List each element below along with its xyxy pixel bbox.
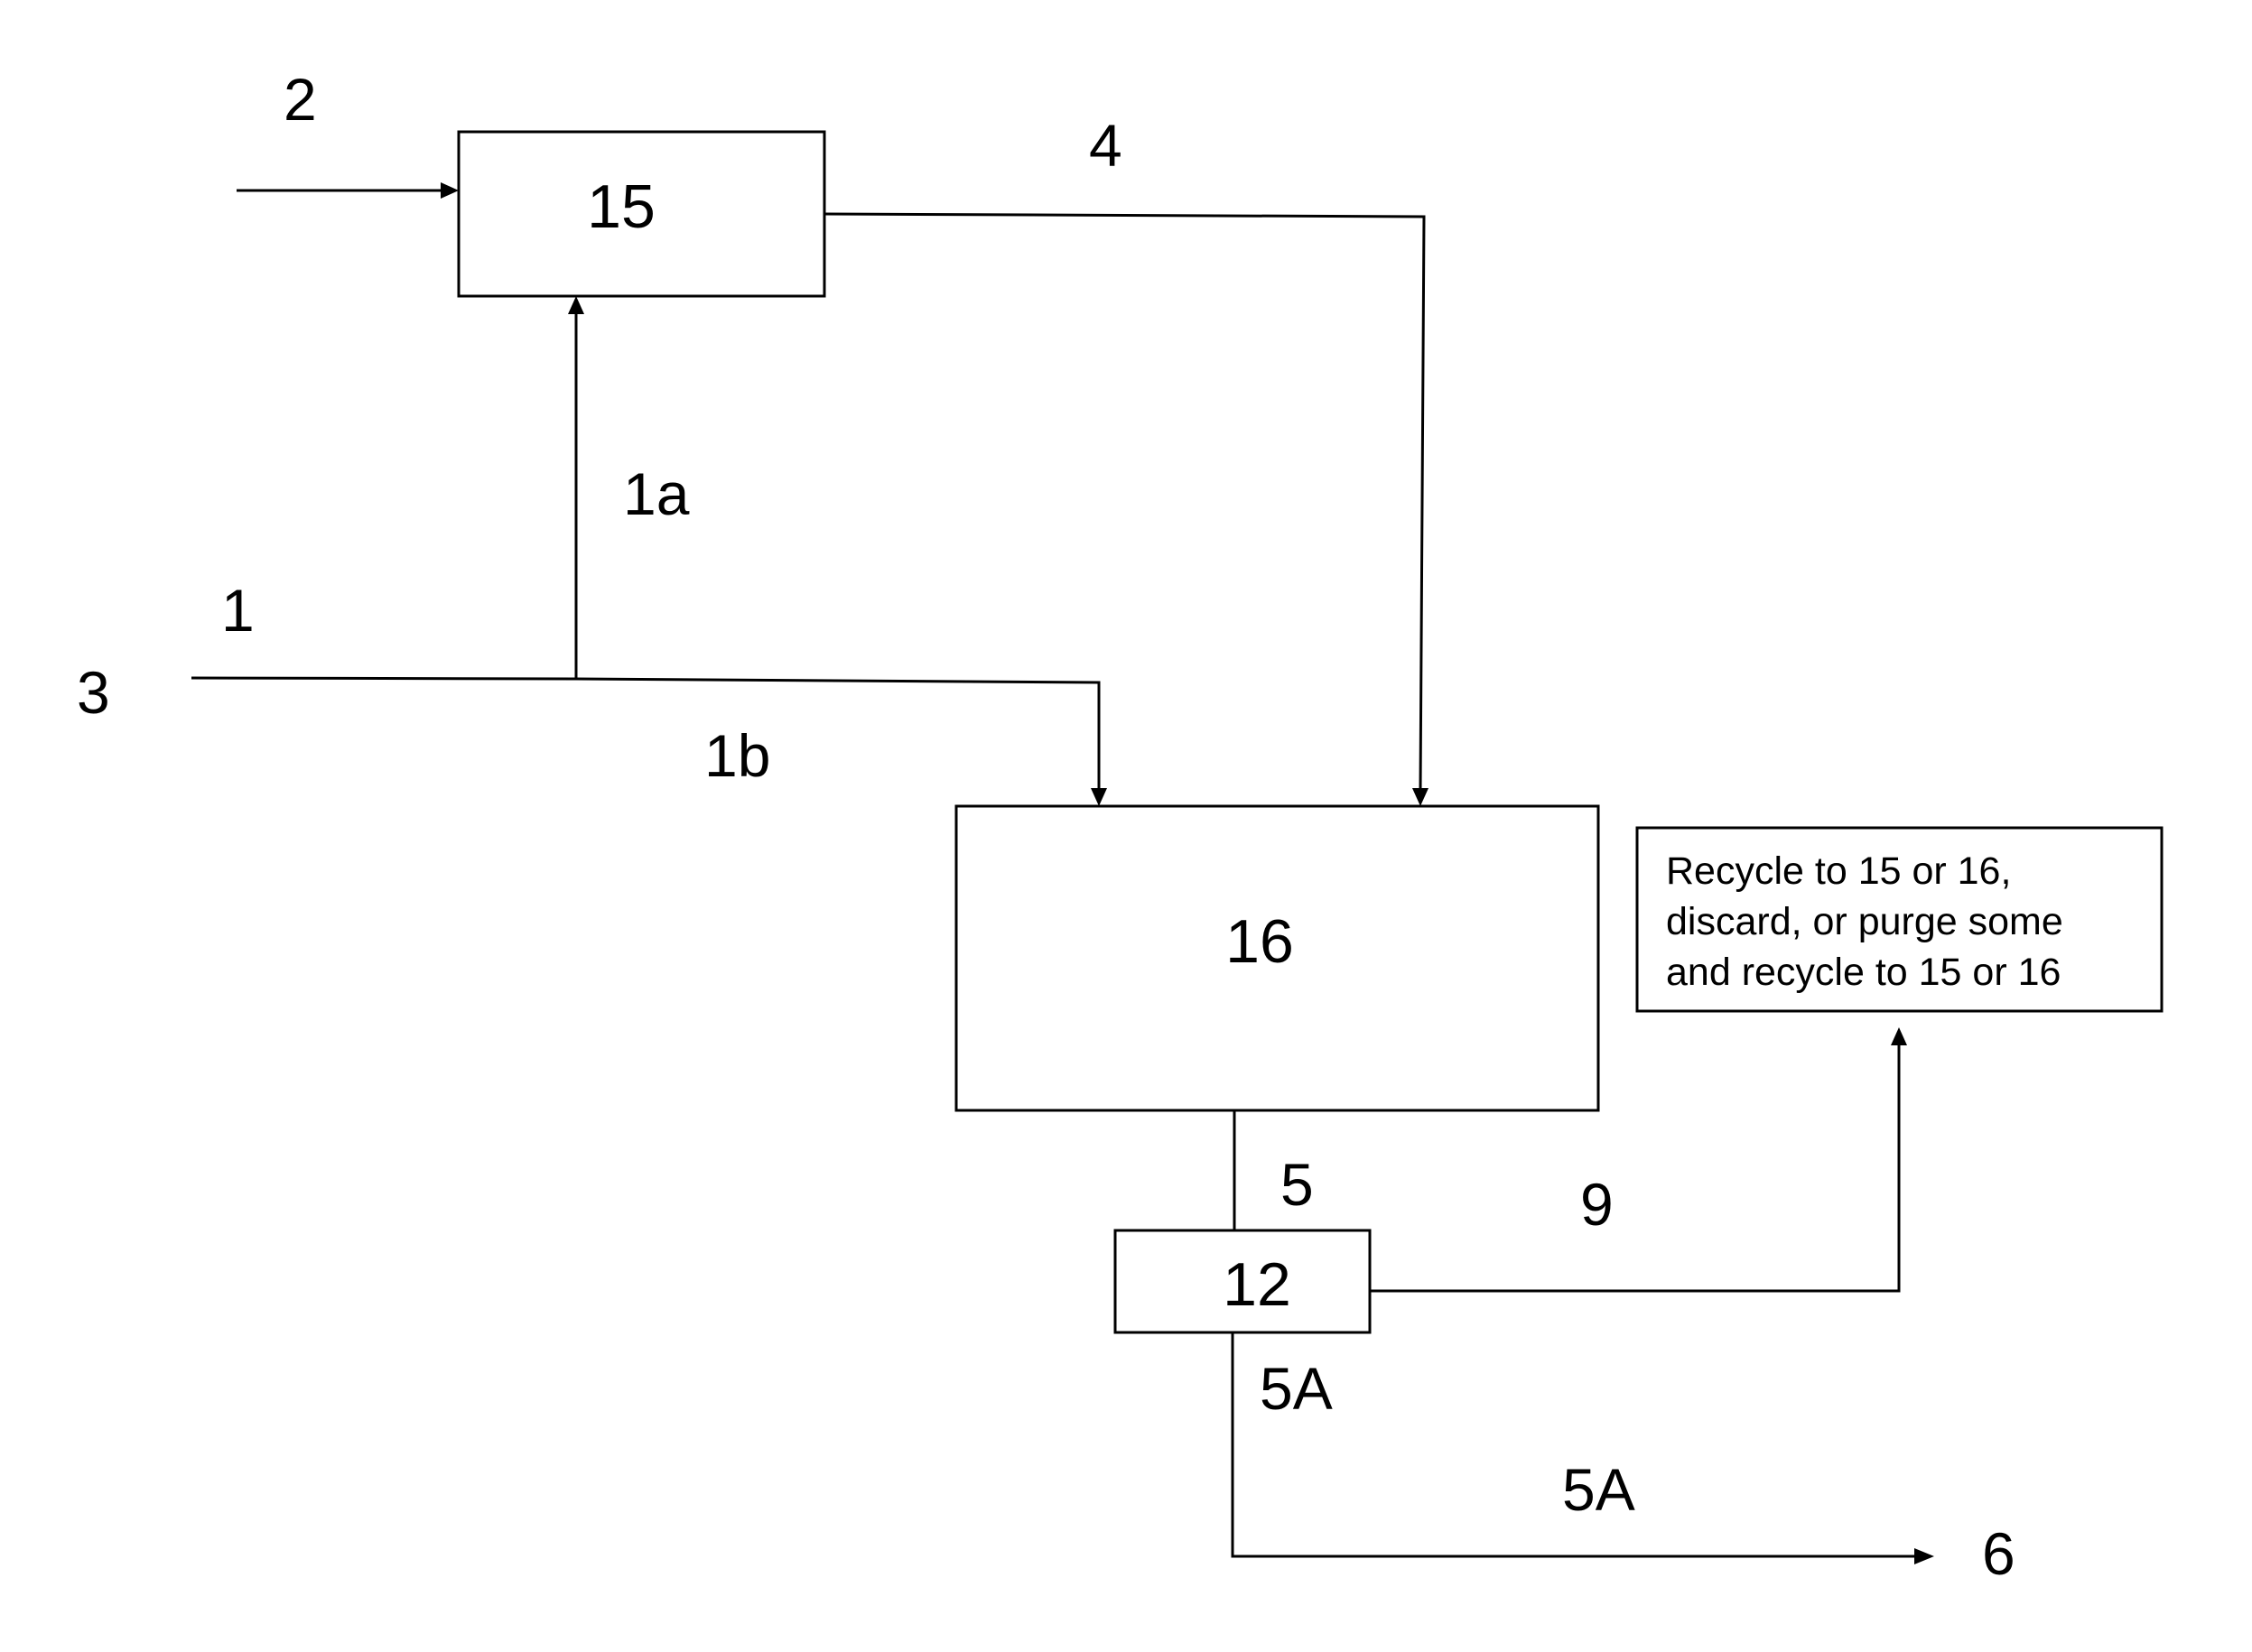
stream-6-label: 6: [1982, 1520, 2015, 1587]
stream-2-label: 2: [284, 66, 317, 133]
stream-4-line: [824, 214, 1424, 790]
stream-5a-upper-label: 5A: [1260, 1355, 1333, 1422]
note-line-3: and recycle to 15 or 16: [1666, 951, 2061, 994]
stream-3-label: 3: [77, 659, 110, 726]
stream-2-arrowhead: [441, 182, 459, 199]
stream-1a-arrowhead: [568, 296, 584, 314]
stream-5-label: 5: [1280, 1151, 1314, 1218]
box-15-label: 15: [587, 172, 656, 241]
stream-5a-lower-label: 5A: [1562, 1456, 1635, 1523]
stream-1-line: [191, 678, 576, 679]
stream-1a-label: 1a: [623, 460, 690, 527]
note-line-1: Recycle to 15 or 16,: [1666, 849, 2011, 893]
stream-5a-arrowhead: [1914, 1548, 1934, 1564]
stream-4-arrowhead: [1412, 788, 1428, 806]
stream-9-arrowhead: [1891, 1027, 1907, 1045]
stream-9-label: 9: [1580, 1171, 1614, 1238]
stream-1b-label: 1b: [704, 722, 770, 789]
stream-1-label: 1: [221, 577, 255, 644]
stream-1b-line: [576, 679, 1099, 790]
box-16-label: 16: [1225, 907, 1294, 976]
box-12-label: 12: [1223, 1250, 1291, 1319]
note-line-2: discard, or purge some: [1666, 900, 2063, 943]
stream-4-label: 4: [1089, 112, 1122, 179]
stream-1b-arrowhead: [1091, 788, 1107, 806]
